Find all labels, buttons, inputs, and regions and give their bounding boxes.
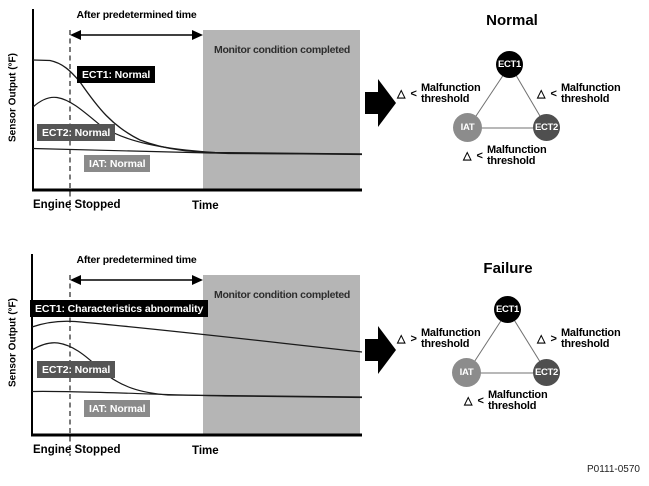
- normal-arrowhead-right-icon: [192, 30, 203, 40]
- time-axis-label: Time: [192, 445, 219, 457]
- failure-monitor-region: [203, 275, 360, 435]
- diagram-title-normal: Normal: [486, 12, 538, 29]
- y-axis-label: Sensor Output (°F): [7, 53, 19, 142]
- delta-less-than-icon: △ <: [537, 88, 558, 100]
- predetermined-time-label: After predetermined time: [76, 254, 197, 266]
- threshold-label: Malfunction threshold: [420, 82, 481, 105]
- threshold-bottom: △ < Malfunction threshold: [463, 144, 547, 167]
- iat-curve-label: IAT: Normal: [84, 155, 151, 172]
- threshold-label: Malfunction threshold: [420, 327, 481, 350]
- y-axis-label: Sensor Output (°F): [7, 298, 19, 387]
- engine-stopped-label: Engine Stopped: [33, 199, 121, 211]
- ect1-curve-label: ECT1: Characteristics abnormality: [30, 300, 209, 317]
- iat-curve-label: IAT: Normal: [84, 400, 151, 417]
- node-ect2: ECT2: [533, 359, 560, 386]
- node-iat: IAT: [452, 358, 481, 387]
- failure-arrowhead-left-icon: [70, 275, 81, 285]
- delta-less-than-icon: △ <: [463, 150, 484, 162]
- threshold-bottom: △ < Malfunction threshold: [464, 389, 548, 412]
- figure-id: P0111-0570: [586, 464, 640, 475]
- time-axis-label: Time: [192, 200, 219, 212]
- node-ect2: ECT2: [533, 114, 560, 141]
- engine-stopped-label: Engine Stopped: [33, 444, 121, 456]
- delta-less-than-icon: △ <: [397, 88, 418, 100]
- failure-result-arrow-icon: [365, 326, 396, 374]
- threshold-left: △ < Malfunction threshold: [397, 82, 481, 105]
- delta-less-than-icon: △ <: [464, 395, 485, 407]
- normal-iat-curve: [32, 147, 363, 156]
- ect2-curve-label: ECT2: Normal: [37, 361, 116, 378]
- normal-ect1-curve: [32, 59, 363, 155]
- threshold-right: △ > Malfunction threshold: [537, 327, 621, 350]
- failure-ect1-curve: [31, 320, 363, 353]
- threshold-left: △ > Malfunction threshold: [397, 327, 481, 350]
- ect1-curve-label: ECT1: Normal: [77, 66, 156, 83]
- normal-arrowhead-left-icon: [70, 30, 81, 40]
- monitor-condition-label: Monitor condition completed: [214, 289, 350, 301]
- monitor-condition-label: Monitor condition completed: [214, 44, 350, 56]
- delta-greater-than-icon: △ >: [397, 333, 418, 345]
- normal-monitor-region: [203, 30, 360, 190]
- threshold-label: Malfunction threshold: [560, 82, 621, 105]
- threshold-label: Malfunction threshold: [487, 389, 548, 412]
- normal-result-arrow-icon: [365, 79, 396, 127]
- failure-ect2-curve: [31, 342, 363, 398]
- node-ect1: ECT1: [494, 296, 521, 323]
- node-iat: IAT: [453, 113, 482, 142]
- ect2-curve-label: ECT2: Normal: [37, 124, 116, 141]
- threshold-right: △ < Malfunction threshold: [537, 82, 621, 105]
- node-ect1: ECT1: [496, 51, 523, 78]
- threshold-label: Malfunction threshold: [560, 327, 621, 350]
- predetermined-time-label: After predetermined time: [76, 9, 197, 21]
- failure-arrowhead-right-icon: [192, 275, 203, 285]
- threshold-label: Malfunction threshold: [486, 144, 547, 167]
- normal-ect2-curve: [32, 96, 363, 155]
- diagram-title-failure: Failure: [483, 260, 533, 277]
- failure-iat-curve: [31, 390, 363, 399]
- delta-greater-than-icon: △ >: [537, 333, 558, 345]
